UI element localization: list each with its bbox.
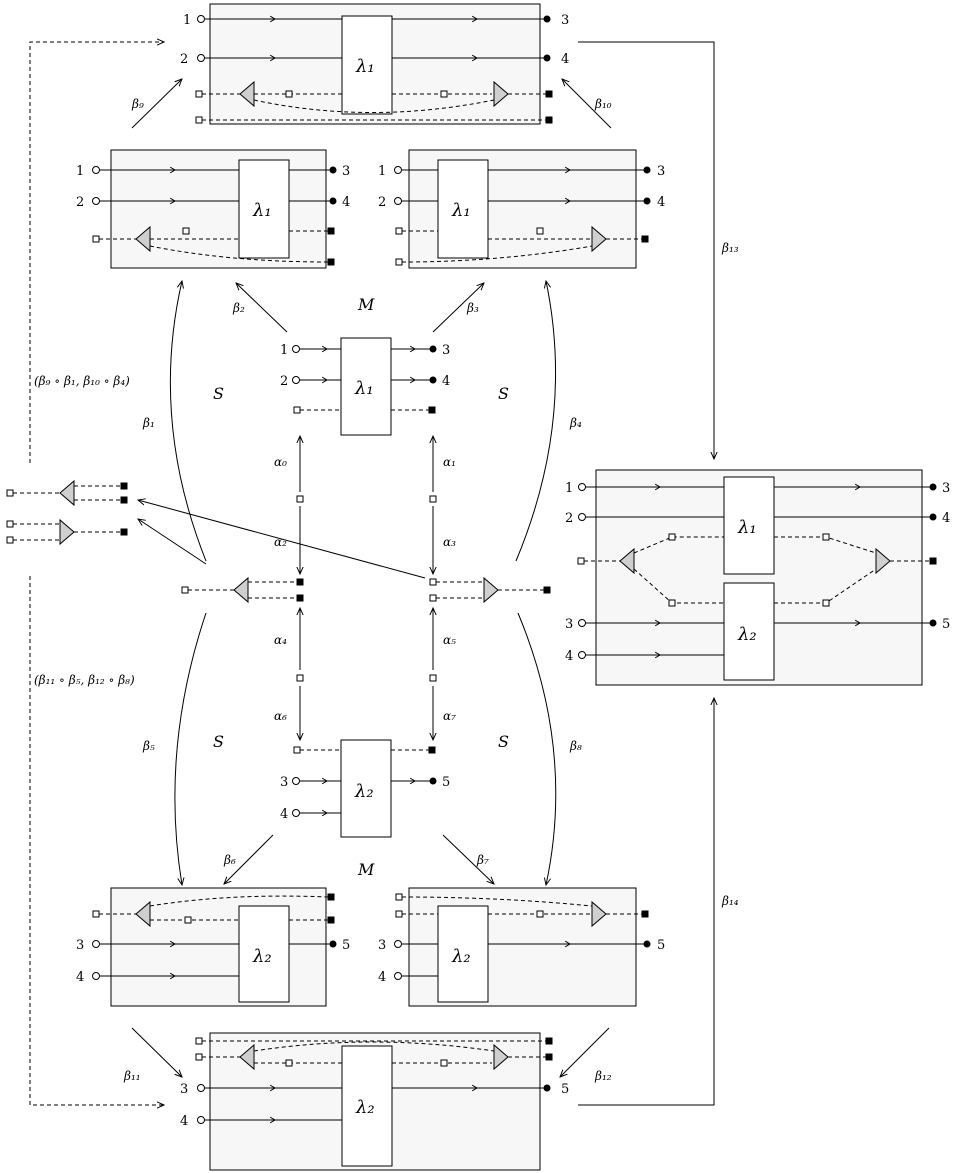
port-label: 5 <box>561 1082 569 1097</box>
beta14-label: β₁₄ <box>721 894 739 908</box>
upper-right-box: λ₁ 1 2 3 4 <box>378 149 665 269</box>
compose-bottom-label: (β₁₁ ∘ β₅, β₁₂ ∘ β₈) <box>34 673 135 687</box>
m-label: M <box>357 295 375 314</box>
beta5-label: β₅ <box>142 739 155 753</box>
center-m-top: M λ₁ 1 2 3 4 <box>280 295 450 436</box>
beta13-label: β₁₃ <box>721 241 739 255</box>
alpha0-label: α₀ <box>274 455 287 469</box>
port-label: 1 <box>76 164 84 179</box>
port-label: 5 <box>442 775 450 790</box>
beta12-label: β₁₂ <box>594 1069 612 1083</box>
top-composite-box: λ₁ 1 2 3 4 <box>180 3 569 125</box>
lambda2-label: λ₂ <box>451 946 471 967</box>
lower-right-box: λ₂ 3 4 5 <box>378 887 665 1007</box>
upper-left-box: λ₁ 1 2 3 4 <box>76 149 350 269</box>
alpha4-label: α₄ <box>274 633 287 647</box>
beta6-label: β₆ <box>223 853 236 867</box>
region-labels: S S S S (β₉ ∘ β₁, β₁₀ ∘ β₄) (β₁₁ ∘ β₅, β… <box>34 374 509 751</box>
port-label: 5 <box>342 938 350 953</box>
bottom-composite-box: λ₂ 3 4 5 <box>180 1032 569 1171</box>
port-label: 4 <box>565 649 573 664</box>
lambda1-label: λ₁ <box>737 517 757 538</box>
beta2-label: β₂ <box>232 301 245 315</box>
m-label: M <box>357 860 375 879</box>
lambda1-label: λ₁ <box>354 378 374 399</box>
lambda1-label: λ₁ <box>451 200 471 221</box>
beta10-label: β₁₀ <box>594 97 612 111</box>
s-label: S <box>498 732 509 751</box>
beta8-label: β₈ <box>569 739 582 753</box>
lambda2-label: λ₂ <box>355 1097 375 1118</box>
alpha1-label: α₁ <box>443 455 456 469</box>
lambda2-label: λ₂ <box>252 946 272 967</box>
lower-left-box: λ₂ 3 4 5 <box>76 887 350 1007</box>
port-label: 3 <box>342 164 350 179</box>
right-combined-box: λ₁ λ₂ 1 2 3 4 <box>565 469 950 686</box>
port-label: 2 <box>180 52 188 67</box>
port-label: 5 <box>942 617 950 632</box>
port-label: 3 <box>76 938 84 953</box>
port-label: 1 <box>565 481 573 496</box>
port-label: 4 <box>180 1114 188 1129</box>
port-label: 4 <box>442 374 450 389</box>
port-label: 3 <box>561 13 569 28</box>
port-label: 1 <box>378 164 386 179</box>
port-label: 2 <box>280 374 288 389</box>
beta3-label: β₃ <box>466 301 479 315</box>
s-label: S <box>498 384 509 403</box>
lambda1-label: λ₁ <box>252 200 272 221</box>
port-label: 4 <box>378 970 386 985</box>
port-label: 3 <box>180 1082 188 1097</box>
beta1-label: β₁ <box>142 416 155 430</box>
alpha5-label: α₅ <box>443 633 456 647</box>
beta11-label: β₁₁ <box>123 1069 141 1083</box>
beta-arrows: β₉ β₁₀ β₂ β₃ β₁ β₄ β₅ β₈ β₆ β₇ β₁₁ β₁₂ <box>29 42 739 1105</box>
alpha6-label: α₆ <box>274 709 287 723</box>
port-label: 2 <box>565 511 573 526</box>
alpha3-label: α₃ <box>443 535 456 549</box>
beta9-label: β₉ <box>131 97 144 111</box>
port-label: 3 <box>280 775 288 790</box>
port-label: 4 <box>280 807 288 822</box>
s-label: S <box>213 384 224 403</box>
port-label: 3 <box>378 938 386 953</box>
port-label: 1 <box>183 13 191 28</box>
port-label: 3 <box>657 164 665 179</box>
port-label: 3 <box>442 343 450 358</box>
port-label: 4 <box>76 970 84 985</box>
alpha7-label: α₇ <box>443 709 456 723</box>
lambda2-label: λ₂ <box>737 624 757 645</box>
port-label: 4 <box>942 511 950 526</box>
port-label: 1 <box>280 343 288 358</box>
port-label: 3 <box>565 617 573 632</box>
s-label: S <box>213 732 224 751</box>
center-resources: α₀ α₁ α₂ α₃ α₄ α₅ α₆ α₇ <box>181 436 551 740</box>
center-m-bottom: λ₂ 3 4 5 M <box>280 739 450 879</box>
alpha2-label: α₂ <box>274 535 287 549</box>
lambda1-label: λ₁ <box>355 56 375 77</box>
port-label: 2 <box>76 195 84 210</box>
lambda2-label: λ₂ <box>354 781 374 802</box>
port-label: 4 <box>657 195 665 210</box>
port-label: 4 <box>342 195 350 210</box>
beta4-label: β₄ <box>569 416 582 430</box>
port-label: 3 <box>942 481 950 496</box>
left-resource-stack <box>6 479 128 546</box>
compose-top-label: (β₉ ∘ β₁, β₁₀ ∘ β₄) <box>34 374 130 388</box>
port-label: 2 <box>378 195 386 210</box>
port-label: 4 <box>561 52 569 67</box>
beta7-label: β₇ <box>476 853 489 867</box>
port-label: 5 <box>657 938 665 953</box>
